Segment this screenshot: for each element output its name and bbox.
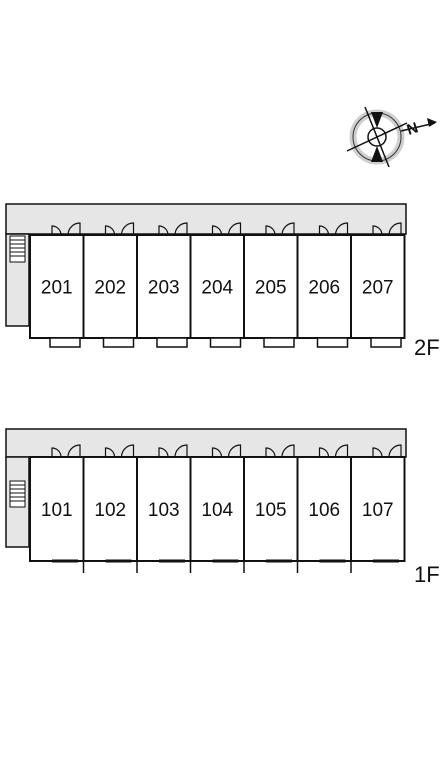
door-icon xyxy=(372,222,402,236)
unit-201: 201 xyxy=(29,222,85,348)
unit-204: 204 xyxy=(189,222,245,348)
balcony xyxy=(263,337,295,348)
door-icon xyxy=(51,222,81,236)
door-icon xyxy=(104,444,135,458)
unit-number: 203 xyxy=(148,278,180,299)
door-icon xyxy=(51,444,81,458)
door-icon xyxy=(211,444,242,458)
corridor xyxy=(5,428,407,458)
unit-104: 104 xyxy=(189,444,245,573)
door-icon xyxy=(104,222,135,236)
balcony xyxy=(102,337,135,348)
unit-105: 105 xyxy=(243,444,299,573)
unit-number: 205 xyxy=(255,278,287,299)
compass-rose-icon xyxy=(346,106,408,168)
floor-label: 1F xyxy=(414,562,440,587)
door-icon xyxy=(372,444,402,458)
unit-number: 106 xyxy=(308,500,340,521)
unit-103: 103 xyxy=(136,444,192,573)
unit-number: 207 xyxy=(362,278,394,299)
door-icon xyxy=(318,444,349,458)
compass-north-label: N xyxy=(405,119,421,139)
unit-number: 206 xyxy=(308,278,340,299)
compass: N xyxy=(346,106,437,168)
balcony xyxy=(316,337,349,348)
unit-number: 204 xyxy=(201,278,233,299)
unit-106: 106 xyxy=(296,444,352,573)
floor-2f: 201 202 203 204 205 206 207 2F xyxy=(5,203,440,360)
door-icon xyxy=(211,222,242,236)
unit-number: 101 xyxy=(41,500,73,521)
balcony xyxy=(370,337,402,348)
balcony xyxy=(156,337,188,348)
unit-number: 103 xyxy=(148,500,180,521)
door-icon xyxy=(158,222,188,236)
door-icon xyxy=(265,222,295,236)
unit-202: 202 xyxy=(82,222,138,348)
unit-203: 203 xyxy=(136,222,192,348)
unit-number: 201 xyxy=(41,278,73,299)
unit-102: 102 xyxy=(82,444,138,573)
unit-number: 107 xyxy=(362,500,394,521)
stairs-icon xyxy=(9,235,26,263)
unit-107: 107 xyxy=(350,444,406,573)
unit-number: 104 xyxy=(201,500,233,521)
unit-number: 202 xyxy=(94,278,126,299)
door-icon xyxy=(265,444,295,458)
unit-207: 207 xyxy=(350,222,406,348)
unit-205: 205 xyxy=(243,222,299,348)
balcony xyxy=(49,337,81,348)
north-arrow-head xyxy=(427,118,437,127)
unit-101: 101 xyxy=(29,444,85,563)
stairs-icon xyxy=(9,480,26,508)
unit-206: 206 xyxy=(296,222,352,348)
floor-1f: 101 102 103 104 105 106 107 1F xyxy=(5,428,440,587)
door-icon xyxy=(318,222,349,236)
unit-number: 105 xyxy=(255,500,287,521)
balcony xyxy=(209,337,242,348)
corridor xyxy=(5,203,407,235)
floor-label: 2F xyxy=(414,335,440,360)
unit-number: 102 xyxy=(94,500,126,521)
door-icon xyxy=(158,444,188,458)
